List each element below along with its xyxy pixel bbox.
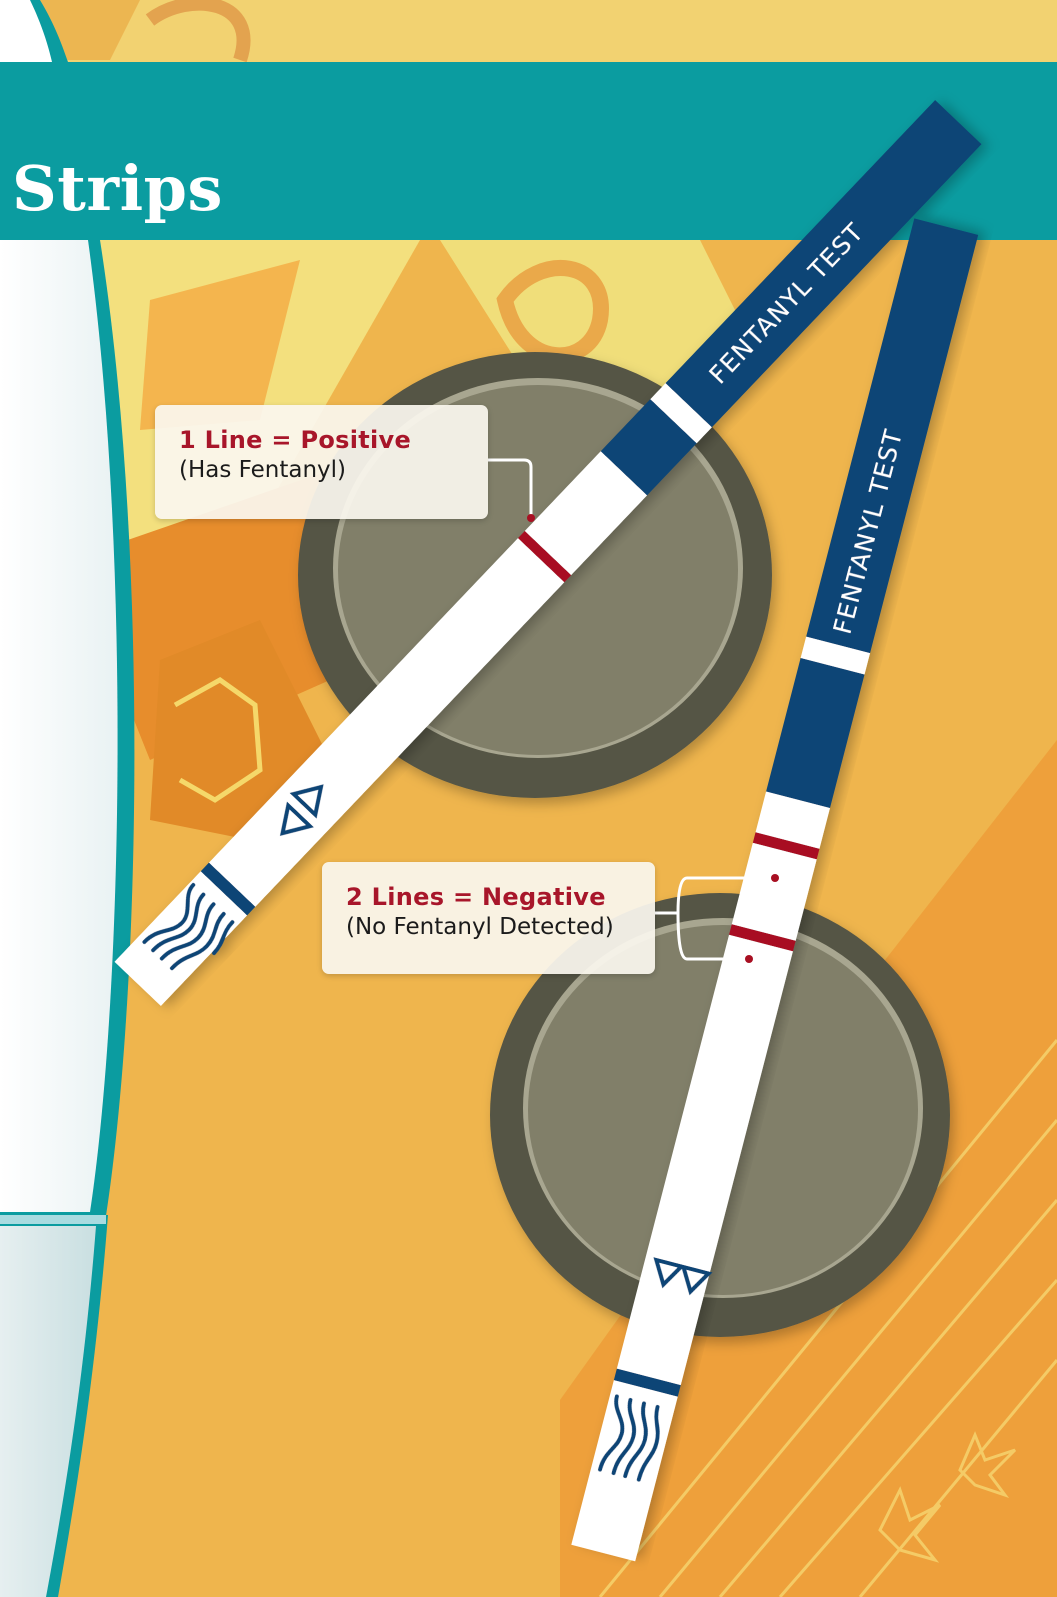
positive-callout-subtext: (Has Fentanyl): [179, 455, 464, 485]
positive-result-callout: 1 Line = Positive (Has Fentanyl): [155, 405, 488, 519]
negative-callout-heading: 2 Lines = Negative: [346, 882, 631, 912]
negative-result-callout: 2 Lines = Negative (No Fentanyl Detected…: [322, 862, 655, 974]
page-title: Strips: [12, 154, 223, 224]
positive-callout-heading: 1 Line = Positive: [179, 425, 464, 455]
negative-callout-subtext: (No Fentanyl Detected): [346, 912, 631, 942]
